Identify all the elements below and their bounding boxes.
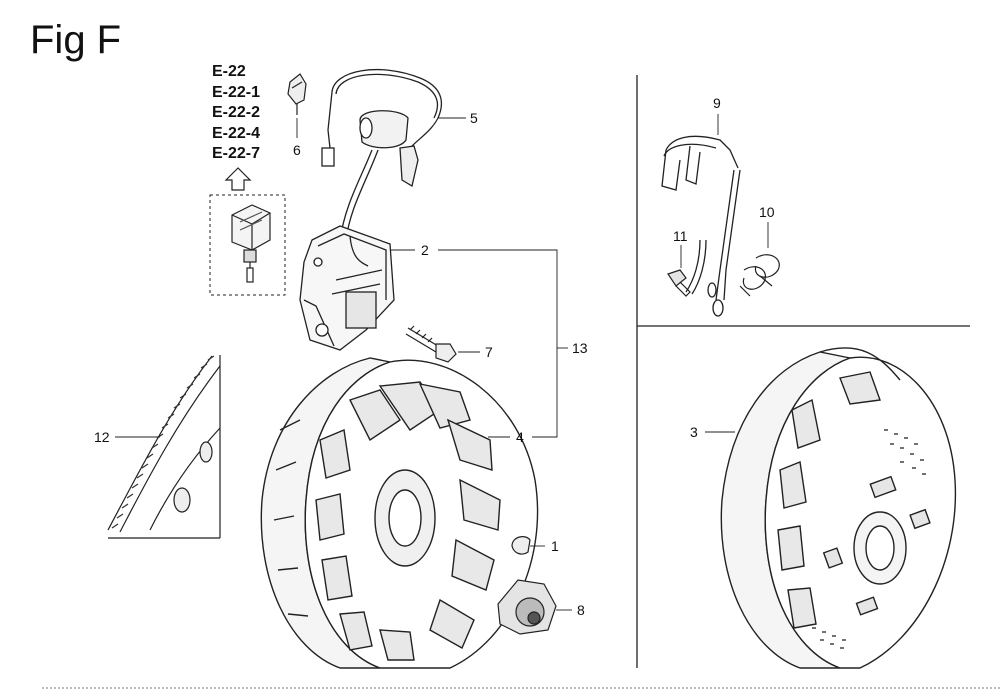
callout-9: 9	[713, 95, 721, 111]
callout-6: 6	[293, 142, 301, 158]
reference-figure: E-22-1	[212, 83, 261, 101]
callout-5: 5	[470, 110, 478, 126]
alt-ignition-coil	[231, 204, 271, 283]
terminal-clip	[287, 73, 307, 115]
woodruff-key	[511, 536, 531, 555]
ignition-cord	[321, 68, 443, 241]
ground-screw	[667, 269, 691, 297]
ring-gear	[107, 355, 221, 533]
callout-13: 13	[572, 340, 588, 356]
reference-figure: E-22-2	[212, 104, 261, 121]
figure-title: Fig F	[30, 18, 122, 62]
reference-figure: E-22	[212, 63, 246, 80]
alt-coil-box	[209, 194, 286, 296]
reference-figure: E-22-4	[212, 124, 261, 142]
leader-13-bracket	[438, 249, 558, 438]
callout-4: 4	[516, 429, 524, 445]
reference-figure-list: E-22 E-22-1 E-22-2 E-22-4 E-22-7	[212, 62, 260, 165]
callout-8: 8	[577, 602, 585, 618]
flywheel-alt	[720, 347, 957, 669]
flange-nut	[497, 579, 557, 635]
coil-bolt	[405, 325, 457, 363]
callout-10: 10	[759, 204, 775, 220]
callout-1: 1	[551, 538, 559, 554]
flywheel	[260, 357, 539, 669]
callout-3: 3	[690, 424, 698, 440]
ground-harness	[661, 135, 741, 317]
ignition-coil	[299, 225, 395, 351]
up-arrow-icon	[224, 167, 252, 191]
callout-7: 7	[485, 344, 493, 360]
reference-figure: E-22-7	[212, 145, 261, 162]
callout-11: 11	[673, 228, 688, 244]
wire-clip	[739, 254, 780, 297]
callout-12: 12	[94, 429, 110, 445]
callout-2: 2	[421, 242, 429, 258]
